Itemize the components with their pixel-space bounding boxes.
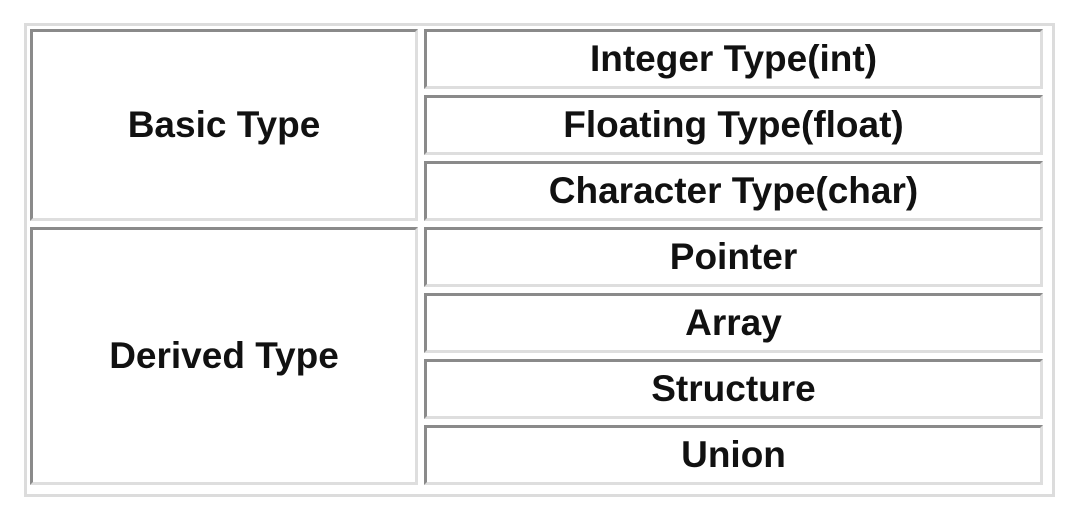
table-row: Array bbox=[30, 293, 1043, 353]
group-cell-basic-type: Basic Type bbox=[30, 29, 418, 221]
table-frame bbox=[24, 23, 1055, 497]
table-row: Structure bbox=[30, 359, 1043, 419]
table-row: Character Type(char) bbox=[30, 161, 1043, 221]
table-row: Derived Type Pointer bbox=[30, 227, 1043, 485]
type-cell-integer: Integer Type(int) bbox=[424, 29, 1043, 89]
table-row: Basic Type Integer Type(int) bbox=[30, 29, 1043, 221]
type-cell-union: Union bbox=[424, 425, 1043, 485]
table-row: Union bbox=[30, 425, 1043, 485]
type-cell-structure: Structure bbox=[424, 359, 1043, 419]
type-cell-character: Character Type(char) bbox=[424, 161, 1043, 221]
type-cell-floating: Floating Type(float) bbox=[424, 95, 1043, 155]
group-cell-derived-type: Derived Type bbox=[30, 227, 418, 485]
data-types-table: Basic Type Integer Type(int) Floating Ty… bbox=[24, 23, 1049, 491]
table-row: Floating Type(float) bbox=[30, 95, 1043, 155]
type-cell-array: Array bbox=[424, 293, 1043, 353]
type-cell-pointer: Pointer bbox=[424, 227, 1043, 287]
